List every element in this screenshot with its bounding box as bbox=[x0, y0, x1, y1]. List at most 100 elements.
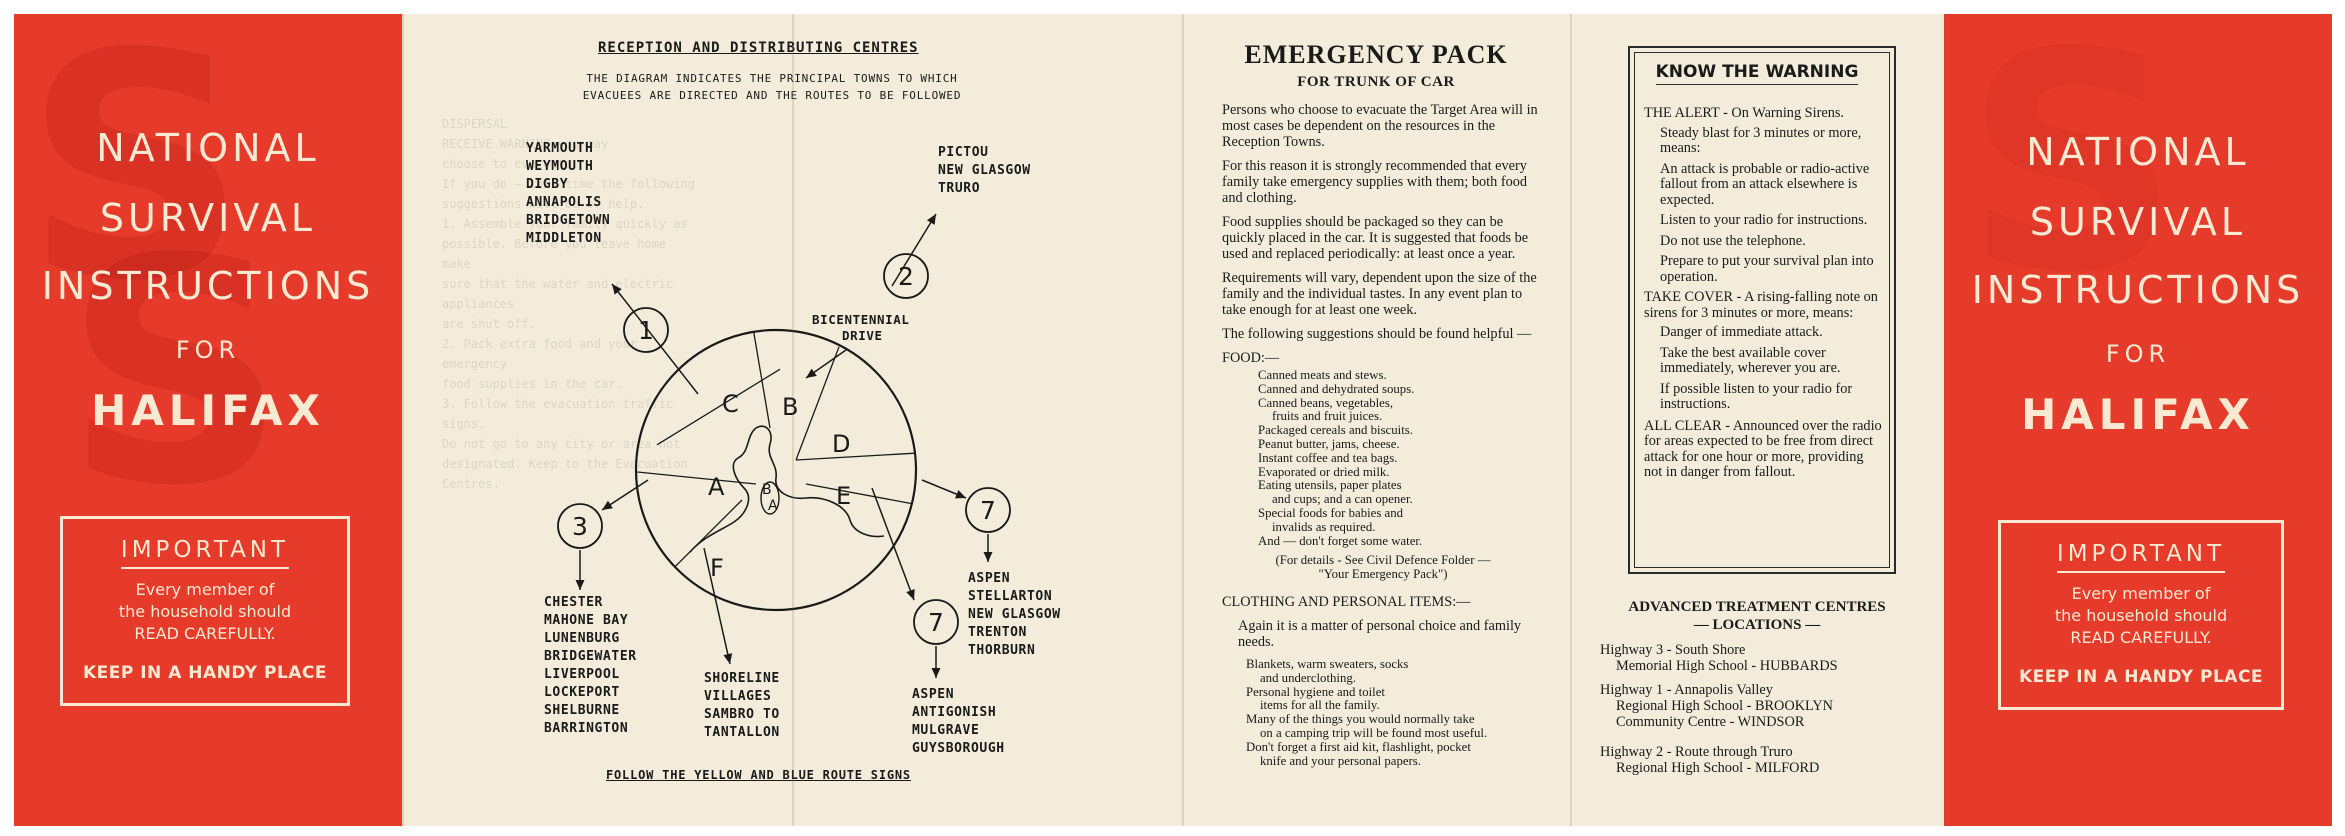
emergency-paragraph: Persons who choose to evacuate the Targe… bbox=[1222, 102, 1538, 150]
alert-item: Listen to your radio for instructions. bbox=[1660, 212, 1868, 228]
important-box: IMPORTANT Every member of the household … bbox=[1998, 520, 2284, 710]
front-cover-panel: S S NATIONAL SURVIVAL INSTRUCTIONS FOR H… bbox=[14, 14, 402, 826]
back-cover-panel: S NATIONAL SURVIVAL INSTRUCTIONS FOR HAL… bbox=[1944, 14, 2332, 826]
route-arrow-line bbox=[703, 547, 731, 665]
town-name: SHELBURNE bbox=[544, 703, 620, 718]
alert-item: Prepare to put your survival plan into o… bbox=[1660, 253, 1874, 285]
route-arrow-line bbox=[871, 487, 915, 601]
fold-line bbox=[1182, 14, 1184, 826]
clothing-item: Don't forget a first aid kit, flashlight… bbox=[1246, 739, 1471, 754]
zone-divider bbox=[674, 499, 743, 568]
town-name: ANNAPOLIS bbox=[526, 195, 602, 210]
emergency-paragraph: Food supplies should be packaged so they… bbox=[1222, 214, 1529, 262]
route-arrowhead bbox=[931, 667, 941, 678]
cover-title-line-2: SURVIVAL bbox=[99, 196, 317, 240]
map-subheading-line: EVACUEES ARE DIRECTED AND THE ROUTES TO … bbox=[582, 89, 962, 102]
route-signs-footer: FOLLOW THE YELLOW AND BLUE ROUTE SIGNS bbox=[606, 768, 911, 782]
alert-item: Do not use the telephone. bbox=[1660, 232, 1806, 249]
zone-label: A bbox=[708, 473, 725, 501]
road-name: DRIVE bbox=[842, 328, 883, 343]
cover-title-line-2: SURVIVAL bbox=[2029, 200, 2247, 244]
zone-label: C bbox=[722, 390, 739, 418]
emergency-paragraph: The following suggestions should be foun… bbox=[1222, 326, 1532, 342]
town-name: TANTALLON bbox=[704, 725, 780, 740]
emergency-paragraph: For this reason it is strongly recommend… bbox=[1222, 158, 1528, 206]
route-number: 2 bbox=[898, 262, 914, 291]
town-name: DIGBY bbox=[526, 177, 569, 192]
town-name: BRIDGEWATER bbox=[544, 649, 637, 664]
towns-route-1: YARMOUTH WEYMOUTH DIGBY ANNAPOLIS BRIDGE… bbox=[526, 140, 610, 248]
ghost-watermark: S bbox=[24, 14, 248, 349]
clothing-paragraph: Again it is a matter of personal choice … bbox=[1238, 617, 1522, 650]
emergency-subtitle: FOR TRUNK OF CAR bbox=[1297, 74, 1455, 90]
route-arrowhead bbox=[983, 551, 993, 562]
clothing-list: Blankets, warm sweaters, socks and under… bbox=[1222, 657, 1544, 768]
bicentennial-label: BICENTENNIAL DRIVE bbox=[812, 312, 910, 344]
take-cover-heading: TAKE COVER - A rising-falling note on si… bbox=[1644, 289, 1878, 321]
route-arrow-line bbox=[611, 283, 699, 395]
food-item: Canned beans, vegetables, bbox=[1258, 395, 1394, 410]
route-number-circle bbox=[623, 307, 669, 353]
route-number-circle bbox=[965, 487, 1011, 533]
take-cover-item: If possible listen to your radio for ins… bbox=[1660, 380, 1853, 412]
treatment-centre-line: Highway 1 - Annapolis Valley bbox=[1600, 682, 1773, 698]
food-heading: FOOD:— bbox=[1222, 350, 1280, 366]
route-number-circle bbox=[913, 599, 959, 645]
town-name: GUYSBOROUGH bbox=[912, 741, 1005, 756]
map-subheading: THE DIAGRAM INDICATES THE PRINCIPAL TOWN… bbox=[532, 72, 1012, 102]
advanced-treatment-list: Highway 3 - South Shore Memorial High Sc… bbox=[1600, 642, 1940, 776]
clothing-item: knife and your personal papers. bbox=[1260, 753, 1421, 768]
treatment-centre-line: Memorial High School - HUBBARDS bbox=[1616, 658, 1838, 674]
town-name: MAHONE BAY bbox=[544, 613, 629, 628]
important-line: READ CAREFULLY. bbox=[134, 624, 276, 643]
route-number: 7 bbox=[980, 496, 996, 525]
town-name: TRENTON bbox=[968, 625, 1027, 640]
food-note-line: (For details - See Civil Defence Folder … bbox=[1275, 553, 1491, 568]
food-item: Canned meats and stews. bbox=[1258, 368, 1387, 382]
alert-item: Steady blast for 3 minutes or more, mean… bbox=[1660, 124, 1862, 156]
town-name: BARRINGTON bbox=[544, 721, 629, 736]
food-item: Peanut butter, jams, cheese. bbox=[1258, 436, 1400, 451]
warning-box bbox=[1628, 46, 1896, 574]
treatment-centre-line: Highway 3 - South Shore bbox=[1600, 642, 1746, 658]
route-number: 3 bbox=[572, 512, 588, 541]
towns-route-2: PICTOU NEW GLASGOW TRURO bbox=[938, 144, 1031, 198]
town-name: BRIDGETOWN bbox=[526, 213, 611, 228]
town-name: ASPEN bbox=[968, 571, 1011, 586]
fold-line bbox=[1944, 14, 1946, 826]
brochure: S S NATIONAL SURVIVAL INSTRUCTIONS FOR H… bbox=[14, 14, 2332, 826]
towns-route-7b: ASPEN ANTIGONISH MULGRAVE GUYSBOROUGH bbox=[912, 686, 1005, 758]
clothing-item: Many of the things you would normally ta… bbox=[1246, 712, 1475, 727]
clothing-item: items for all the family. bbox=[1260, 698, 1380, 713]
clothing-item: on a camping trip will be found most use… bbox=[1260, 725, 1488, 740]
map-heading: RECEPTION AND DISTRIBUTING CENTRES bbox=[598, 40, 919, 56]
town-name: PICTOU bbox=[938, 145, 989, 160]
zone-label: B bbox=[782, 393, 798, 421]
towns-route-7a: ASPEN STELLARTON NEW GLASGOW TRENTON THO… bbox=[968, 570, 1061, 660]
advanced-title-line: ADVANCED TREATMENT CENTRES bbox=[1628, 599, 1886, 615]
cover-title-line-3: INSTRUCTIONS bbox=[1971, 268, 2305, 312]
town-name: NEW GLASGOW bbox=[938, 163, 1031, 178]
food-item: fruits and fruit juices. bbox=[1272, 409, 1383, 424]
town-name: ANTIGONISH bbox=[912, 705, 997, 720]
emergency-title: EMERGENCY PACK bbox=[1244, 40, 1508, 69]
route-arrowhead bbox=[955, 490, 966, 499]
target-area-circle bbox=[634, 328, 918, 612]
take-cover-item: Danger of immediate attack. bbox=[1660, 324, 1823, 340]
ghost-watermark: S bbox=[64, 193, 288, 554]
towns-shoreline: SHORELINE VILLAGES SAMBRO TO TANTALLON bbox=[704, 670, 780, 742]
fold-line bbox=[402, 14, 404, 826]
zone-divider bbox=[656, 368, 781, 446]
route-arrow-line bbox=[891, 213, 937, 287]
zone-divider bbox=[805, 483, 912, 505]
route-arrowhead bbox=[926, 214, 936, 225]
food-item: invalids as required. bbox=[1272, 519, 1376, 534]
town-name: WEYMOUTH bbox=[526, 159, 594, 174]
important-line: the household should bbox=[118, 602, 292, 621]
food-item: Canned and dehydrated soups. bbox=[1258, 381, 1415, 396]
emergency-body: Persons who choose to evacuate the Targe… bbox=[1222, 102, 1544, 774]
important-box: IMPORTANT Every member of the household … bbox=[60, 516, 350, 706]
zone-divider bbox=[795, 452, 915, 461]
cover-title-line-3: INSTRUCTIONS bbox=[41, 264, 375, 308]
